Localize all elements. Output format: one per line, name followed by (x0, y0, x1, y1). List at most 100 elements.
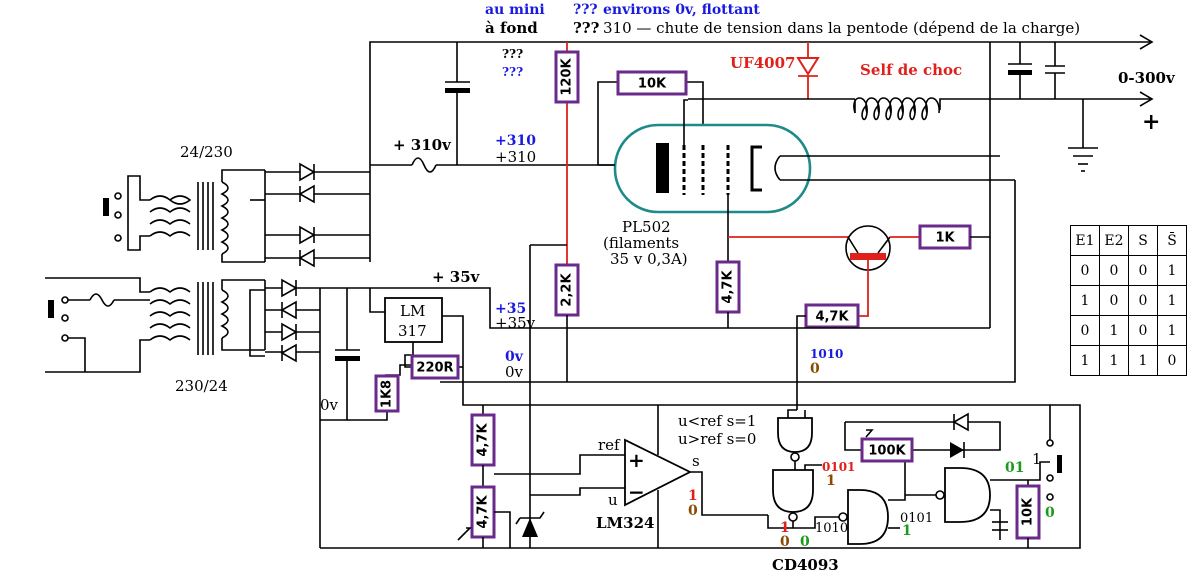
switch-01-label: 01 (1005, 460, 1024, 476)
transistor (845, 225, 920, 317)
cell: 0 (1070, 315, 1100, 346)
zener-diode (515, 487, 625, 537)
header-e2: E2 (1099, 225, 1129, 256)
seq-1-label: 1 (826, 473, 836, 489)
rail-35v (320, 237, 991, 548)
zero-left-label: 0v (320, 396, 339, 414)
resistor-4-7k-a-label: 4,7K (721, 270, 736, 304)
gate-1-green-label: 1 (902, 523, 912, 539)
cell: 0 (1157, 345, 1187, 376)
nand-gate-top (777, 409, 813, 462)
ref-label: ref (598, 436, 621, 454)
plus310-blue-label: +310 (495, 133, 536, 149)
resistor-220r-label: 220R (416, 361, 453, 376)
cell: 0 (1099, 255, 1129, 286)
q1-label: ??? (573, 2, 598, 18)
transformer-24-230 (127, 169, 265, 263)
pentode-pl502 (598, 99, 1015, 255)
header-s: S (1128, 225, 1158, 256)
transformer-2-label: 230/24 (175, 377, 228, 395)
cell: 1 (1099, 315, 1129, 346)
resistor-1k8-label: 1K8 (380, 380, 395, 408)
fuse-310 (370, 157, 615, 173)
cell: 1 (1128, 345, 1158, 376)
resistor-2-2k-label: 2,2K (560, 273, 575, 307)
plus35-label: +35v (495, 314, 536, 332)
uf4007-label: UF4007 (730, 54, 795, 72)
output-plus-label: + (1142, 109, 1160, 135)
q4-label: ??? (502, 65, 523, 79)
switch-1-label: 1 (1032, 450, 1042, 468)
resistor-10k-label: 10K (638, 77, 667, 92)
zero-label: 0v (505, 363, 524, 381)
switch[interactable] (1046, 439, 1062, 501)
bridge-rectifier-2 (249, 278, 321, 548)
filament-voltage-label: 35 v 0,3A) (610, 250, 688, 268)
cell: 1 (1157, 255, 1187, 286)
plus35-blue-label: +35 (495, 301, 526, 317)
zero-blue-label: 0v (505, 349, 524, 365)
wire-ref (494, 454, 625, 475)
cell: 1 (1157, 315, 1187, 346)
a-fond-label: à fond (485, 19, 538, 37)
chute-label: 310 — chute de tension dans la pentode (… (603, 19, 1080, 37)
voltage-310-label: + 310v (393, 136, 452, 154)
cell: 0 (1099, 285, 1129, 316)
cell: 0 (1128, 315, 1158, 346)
gate-1-label: 1 (780, 520, 790, 536)
connector-1 (103, 192, 122, 242)
truth-table-header: E1 E2 S S̄ (1070, 225, 1187, 256)
bridge-rectifier-1 (250, 162, 371, 268)
wire-1k (970, 42, 991, 238)
cd4093-label: CD4093 (772, 556, 839, 574)
resistor-10k-b-label: 10K (1021, 497, 1036, 526)
header-e1: E1 (1070, 225, 1100, 256)
au-mini-label: au mini (485, 2, 545, 18)
op-minus-label: − (628, 480, 645, 504)
comparator-rule-2: u>ref s=0 (678, 430, 756, 448)
pl502-label: PL502 (622, 218, 671, 236)
ground-bus (320, 404, 1081, 549)
voltage-35-label: + 35v (432, 268, 481, 286)
header-s-bar: S̄ (1157, 225, 1187, 256)
table-row: 0 1 0 1 (1070, 315, 1187, 346)
seq-0-label: 0 (810, 361, 820, 377)
self-label: Self de choc (860, 61, 962, 79)
resistor-4-7k-c-label: 4,7K (476, 423, 491, 457)
output-voltage-label: 0-300v (1118, 69, 1176, 87)
lm317-label-a: LM (400, 302, 425, 320)
resistor-10k (616, 70, 688, 96)
trimmer-arrow (457, 527, 472, 541)
cell: 1 (1070, 345, 1100, 376)
lm324-label: LM324 (596, 514, 654, 532)
truth-table: E1 E2 S S̄ 0 0 0 1 1 0 0 1 0 1 0 1 1 1 1… (1070, 225, 1187, 376)
table-row: 0 0 0 1 (1070, 255, 1187, 286)
lm317-chip (384, 297, 443, 343)
cell: 1 (1099, 345, 1129, 376)
resistor-120k (554, 50, 580, 104)
gate-0-green-label: 0 (800, 534, 810, 550)
wire-47k-b (796, 315, 806, 410)
diode-uf4007 (796, 42, 820, 99)
gate-0101-label: 0101 (900, 511, 933, 526)
plus310-label: +310 (495, 148, 536, 166)
s-label: s (692, 452, 700, 470)
rail-0v (440, 180, 1016, 383)
op-amp-lm324 (624, 405, 768, 548)
capacitor-top (445, 42, 470, 165)
gate-0-label: 0 (780, 534, 790, 550)
resistor-100k-label: 100K (868, 444, 906, 459)
switch-0-label: 0 (1045, 505, 1055, 521)
choke-coil (688, 97, 1030, 121)
resistor-1k8 (374, 374, 400, 413)
comparator-rule-1: u<ref s=1 (678, 412, 756, 430)
op-out-1-label: 1 (688, 488, 698, 504)
connector-2 (48, 293, 150, 372)
nand-gate-mid (767, 461, 822, 529)
q3-label: ??? (502, 47, 523, 61)
cell: 0 (1128, 285, 1158, 316)
op-out-0-label: 0 (688, 503, 698, 519)
seq-1010-label: 1010 (810, 347, 843, 361)
